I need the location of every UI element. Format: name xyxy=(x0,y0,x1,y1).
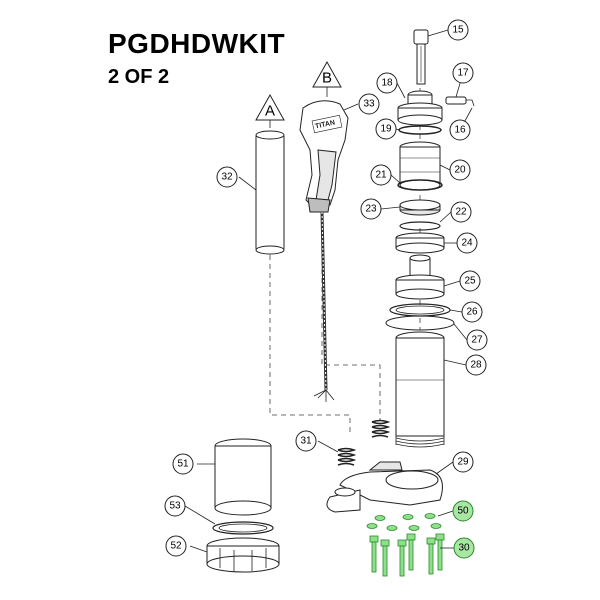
part-31-spring-right xyxy=(371,419,391,438)
callout-16-label: 16 xyxy=(454,125,466,136)
part-29-base xyxy=(326,461,443,513)
diagram-title: PGDHDWKIT xyxy=(108,28,286,59)
part-30-bolts xyxy=(369,533,445,577)
part-28-pump-body xyxy=(395,331,445,448)
callout-30-label: 30 xyxy=(458,543,470,554)
marker-a-label: A xyxy=(265,103,275,120)
callout-26[interactable]: 26 xyxy=(461,301,483,323)
callout-52[interactable]: 52 xyxy=(165,535,187,557)
part-32-tube xyxy=(255,130,285,255)
part-23-washer xyxy=(399,199,441,216)
callout-52-label: 52 xyxy=(170,541,182,552)
callout-23[interactable]: 23 xyxy=(360,198,382,220)
callout-29-label: 29 xyxy=(457,457,469,468)
callout-27-label: 27 xyxy=(471,335,483,346)
callout-19-label: 19 xyxy=(380,124,392,135)
callout-23-label: 23 xyxy=(365,204,377,215)
part-53-ring xyxy=(212,521,274,535)
callout-28-label: 28 xyxy=(470,360,482,371)
callout-20-label: 20 xyxy=(454,165,466,176)
part-31-spring-left xyxy=(337,447,357,466)
callout-51[interactable]: 51 xyxy=(172,453,194,475)
part-52-coupling-nut xyxy=(206,537,280,573)
marker-b: B xyxy=(312,60,342,97)
callout-31[interactable]: 31 xyxy=(295,430,317,452)
part-18-housing xyxy=(397,90,443,126)
callout-21[interactable]: 21 xyxy=(370,164,392,186)
part-16-clip xyxy=(466,99,475,107)
callout-16[interactable]: 16 xyxy=(449,119,471,141)
callout-18[interactable]: 18 xyxy=(376,72,398,94)
callout-32-label: 32 xyxy=(221,172,233,183)
callout-18-label: 18 xyxy=(381,78,393,89)
part-26-ring xyxy=(389,303,451,317)
brand-mark: TITAN xyxy=(315,119,336,130)
callout-32[interactable]: 32 xyxy=(216,166,238,188)
part-50-washers xyxy=(366,513,442,531)
callout-21-label: 21 xyxy=(375,170,387,181)
part-24-nut xyxy=(395,232,445,254)
callout-24[interactable]: 24 xyxy=(456,232,478,254)
part-25-body xyxy=(395,254,445,300)
callout-22[interactable]: 22 xyxy=(450,201,472,223)
diagram-subtitle: 2 OF 2 xyxy=(108,66,170,88)
callout-50[interactable]: 50 xyxy=(452,500,474,522)
callout-27[interactable]: 27 xyxy=(466,329,488,351)
callout-19[interactable]: 19 xyxy=(375,118,397,140)
leader-lines xyxy=(184,29,473,553)
marker-a: A xyxy=(255,93,285,128)
callout-29[interactable]: 29 xyxy=(452,451,474,473)
callout-20[interactable]: 20 xyxy=(449,159,471,181)
callout-17[interactable]: 17 xyxy=(452,62,474,84)
callout-15[interactable]: 15 xyxy=(447,19,469,41)
callout-33-label: 33 xyxy=(363,99,375,110)
part-27-gasket xyxy=(385,315,455,331)
part-17-pin xyxy=(445,96,467,105)
callout-25[interactable]: 25 xyxy=(459,270,481,292)
marker-b-label: B xyxy=(322,70,332,87)
callout-24-label: 24 xyxy=(461,238,473,249)
callout-30[interactable]: 30 xyxy=(453,537,475,559)
callout-17-label: 17 xyxy=(457,68,469,79)
callout-53-label: 53 xyxy=(169,501,181,512)
callout-22-label: 22 xyxy=(455,207,467,218)
callout-53[interactable]: 53 xyxy=(164,495,186,517)
part-15-rod xyxy=(413,29,429,85)
callout-28[interactable]: 28 xyxy=(465,354,487,376)
part-33-handle: TITAN xyxy=(299,100,349,402)
callout-50-label: 50 xyxy=(457,506,469,517)
part-51-cylinder xyxy=(214,438,272,516)
part-22-oring xyxy=(399,221,441,231)
callout-31-label: 31 xyxy=(300,436,312,447)
part-21-ring xyxy=(397,179,443,191)
callout-26-label: 26 xyxy=(466,307,478,318)
callout-25-label: 25 xyxy=(464,276,476,287)
callout-15-label: 15 xyxy=(452,25,464,36)
callout-51-label: 51 xyxy=(177,459,189,470)
callout-33[interactable]: 33 xyxy=(358,93,380,115)
part-20-cylinder xyxy=(399,141,441,191)
